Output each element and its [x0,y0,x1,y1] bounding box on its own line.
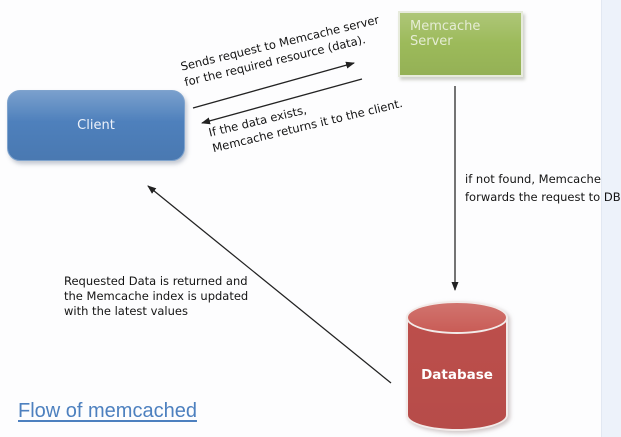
database-node: Database [406,301,508,431]
cache-hit-edge-label: If the data exists, Memcache returns it … [207,79,404,156]
cache-miss-edge-label-line1: if not found, Memcache [465,172,601,186]
data-return-edge-label-line1: Requested Data is returned and [64,274,248,288]
memcache-server-node: Memcache Server [398,11,523,77]
memcache-server-node-label: Memcache Server [410,19,481,49]
cache-miss-edge-label: if not found, Memcache forwards the requ… [465,170,621,206]
cache-miss-edge-label-line2: forwards the request to DB [465,190,621,204]
data-return-edge-label-line3: with the latest values [64,304,188,318]
data-return-edge-label: Requested Data is returned and the Memca… [64,274,248,319]
page-margin-strip [601,0,621,437]
data-return-edge-label-line2: the Memcache index is updated [64,289,249,303]
request-edge-label: Sends request to Memcache server for the… [179,11,384,90]
database-cylinder-top [406,301,508,334]
database-cylinder-body [406,317,508,431]
client-node: Client [7,90,185,161]
flow-of-memcached-link[interactable]: Flow of memcached [18,400,197,422]
database-node-label: Database [421,367,493,383]
client-node-label: Client [77,118,115,133]
